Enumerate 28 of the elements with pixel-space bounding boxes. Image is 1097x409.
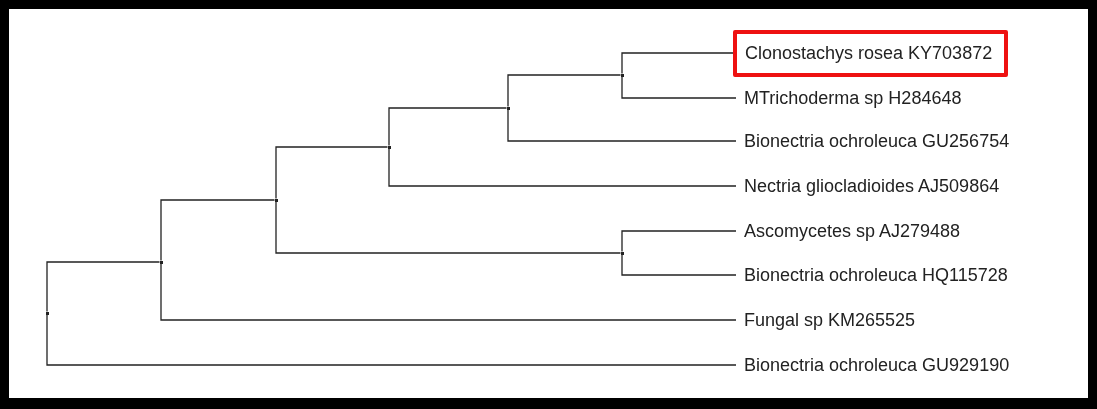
- taxon-label: Ascomycetes sp AJ279488: [736, 217, 967, 245]
- tree-branch: [388, 107, 508, 147]
- taxon-label: MTrichoderma sp H284648: [736, 84, 968, 112]
- branch-point: [45, 311, 49, 315]
- taxon-label: Nectria gliocladioides AJ509864: [736, 172, 1006, 200]
- highlighted-taxon-label: Clonostachys rosea KY703872: [733, 29, 1009, 77]
- tree-branch: [160, 199, 276, 262]
- branch-point: [506, 106, 510, 110]
- branch-point: [274, 198, 278, 202]
- tree-branch: [507, 108, 737, 142]
- taxon-label: Bionectria ochroleuca GU256754: [736, 127, 1016, 155]
- tree-branch: [46, 313, 737, 366]
- tree-branch: [46, 261, 161, 313]
- branch-point: [387, 145, 391, 149]
- tree-branch: [621, 253, 737, 276]
- taxon-label: Bionectria ochroleuca HQ115728: [736, 261, 1014, 289]
- tree-branch: [621, 230, 737, 253]
- tree-branch: [275, 146, 389, 200]
- tree-branch: [507, 74, 622, 108]
- tree-branch: [275, 200, 622, 254]
- taxon-label: Bionectria ochroleuca GU929190: [736, 351, 1016, 379]
- taxon-label: Fungal sp KM265525: [736, 306, 922, 334]
- branch-point: [620, 73, 624, 77]
- tree-branch: [388, 147, 737, 187]
- branch-point: [159, 260, 163, 264]
- tree-branch: [160, 262, 737, 321]
- tree-branch: [621, 75, 737, 99]
- branch-point: [620, 251, 624, 255]
